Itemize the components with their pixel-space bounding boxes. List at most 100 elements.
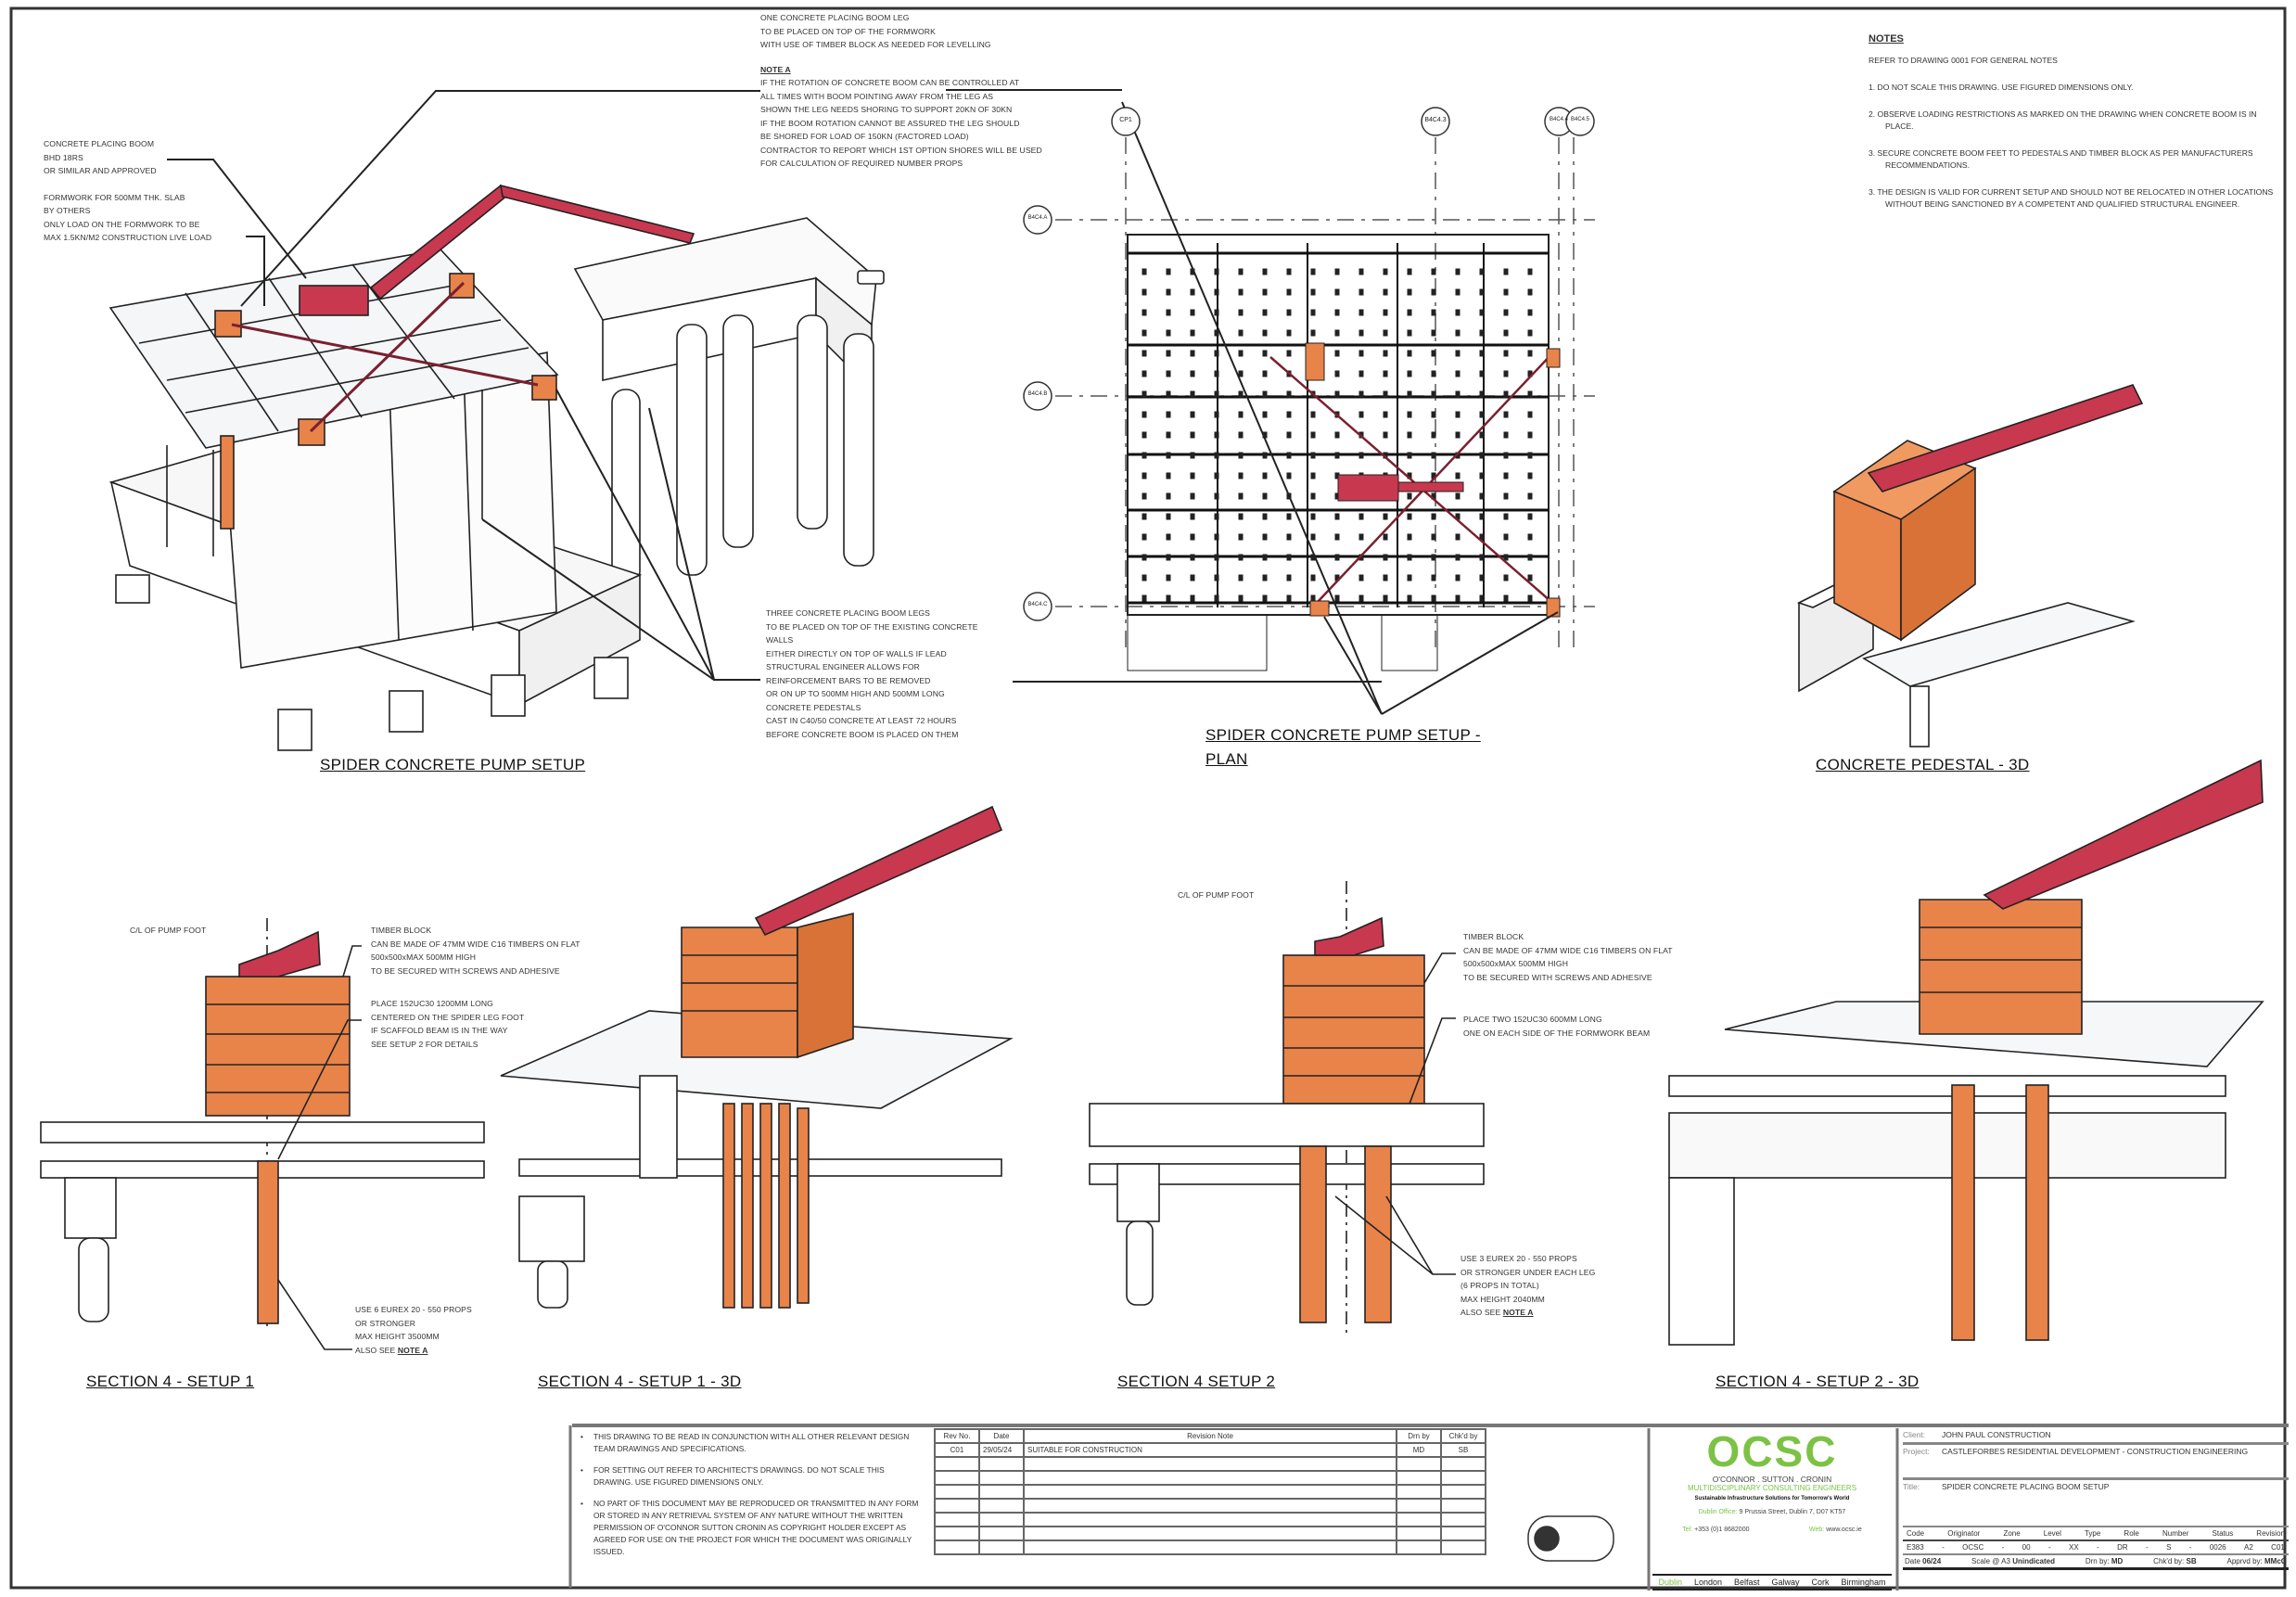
prop-dot xyxy=(1166,411,1171,418)
prop-dot xyxy=(1455,411,1461,418)
columns xyxy=(611,314,874,585)
prop-dot xyxy=(1142,268,1147,275)
prop-dot xyxy=(1286,309,1292,316)
prop-dot xyxy=(1214,431,1219,439)
prop-dot xyxy=(1262,268,1268,275)
prop-dot xyxy=(1455,268,1461,275)
prop-dot xyxy=(1262,370,1268,377)
prop-dot xyxy=(1262,472,1268,479)
top-note: ONE CONCRETE PLACING BOOM LEG TO BE PLAC… xyxy=(760,11,1042,171)
prop-dot xyxy=(1503,472,1509,479)
note-line: MAX 1.5KN/M2 CONSTRUCTION LIVE LOAD xyxy=(44,233,212,242)
prop-dot xyxy=(1310,472,1316,479)
prop-dot xyxy=(1383,533,1388,541)
timber-block xyxy=(1919,899,2083,1035)
prop-dot xyxy=(1358,370,1364,377)
prop-dot xyxy=(1407,370,1412,377)
prop-dot xyxy=(1503,288,1509,296)
prop-dot xyxy=(1238,431,1244,439)
note-a-link[interactable]: NOTE A xyxy=(397,1345,428,1355)
prop-dot xyxy=(1214,309,1219,316)
prop-dot xyxy=(1214,350,1219,357)
title-row: Title:SPIDER CONCRETE PLACING BOOM SETUP xyxy=(1903,1482,2110,1491)
prop-dot xyxy=(1527,268,1533,275)
prop-dot xyxy=(1503,554,1509,561)
prop-dot xyxy=(1166,390,1171,398)
prop-dot xyxy=(1190,574,1195,581)
note-line: BE SHORED FOR LOAD OF 150KN (FACTORED LO… xyxy=(760,132,969,141)
prop xyxy=(2025,1084,2049,1341)
plan-formwork-area xyxy=(1127,234,1550,616)
revision-row-empty xyxy=(934,1512,1486,1527)
caption-section1-3d: SECTION 4 - SETUP 1 - 3D xyxy=(538,1373,742,1390)
note-line: TO BE PLACED ON TOP OF THE FORMWORK xyxy=(760,26,936,36)
props xyxy=(722,1103,810,1309)
prop-dot xyxy=(1383,554,1388,561)
prop-dot xyxy=(1455,431,1461,439)
sec2-cl-label: C/L OF PUMP FOOT xyxy=(1178,890,1255,900)
prop-dot xyxy=(1286,288,1292,296)
prop-dot xyxy=(1286,431,1292,439)
note-item: 3. SECURE CONCRETE BOOM FEET TO PEDESTAL… xyxy=(1869,148,2253,170)
prop-dot xyxy=(1479,390,1485,398)
prop-dot xyxy=(1407,492,1412,500)
prop-dot xyxy=(1238,594,1244,602)
prop-dot xyxy=(1455,350,1461,357)
prop-dot xyxy=(1238,370,1244,377)
prop-dot xyxy=(1479,452,1485,459)
pad xyxy=(115,574,150,604)
notes-title: NOTES xyxy=(1869,33,1904,45)
prop-dot xyxy=(1527,574,1533,581)
pedestal-side xyxy=(1900,466,1976,642)
grid-label-left: B4C4.A xyxy=(1027,215,1048,221)
prop-dot xyxy=(1286,574,1292,581)
prop-dot xyxy=(1407,431,1412,439)
prop-dot xyxy=(1383,288,1388,296)
plan-grid xyxy=(1128,243,1549,607)
prop-dot xyxy=(1238,574,1244,581)
prop-dot xyxy=(1310,452,1316,459)
prop-dot xyxy=(1358,411,1364,418)
prop-dot xyxy=(1286,594,1292,602)
prop-dot xyxy=(1334,554,1340,561)
prop-dot xyxy=(1455,390,1461,398)
tb-note: FOR SETTING OUT REFER TO ARCHITECT'S DRA… xyxy=(577,1464,922,1488)
prop-dot xyxy=(1214,370,1219,377)
prop-dot xyxy=(1334,370,1340,377)
prop-dot xyxy=(1479,411,1485,418)
prop-dot xyxy=(1431,390,1436,398)
prop-dot xyxy=(1527,350,1533,357)
boom-arm xyxy=(1983,759,2264,910)
prop-dot xyxy=(1262,533,1268,541)
boom-plan-body xyxy=(1337,474,1399,502)
prop-dot xyxy=(1142,350,1147,357)
prop-dot xyxy=(1407,390,1412,398)
prop-dot xyxy=(1190,390,1195,398)
prop-dot xyxy=(1286,350,1292,357)
prop-dot xyxy=(1383,329,1388,337)
leg-plan xyxy=(1309,600,1330,617)
prop-dot xyxy=(1238,472,1244,479)
prop-dot xyxy=(1214,390,1219,398)
prop-dot xyxy=(1190,288,1195,296)
prop-dot xyxy=(1166,268,1171,275)
prop-dot xyxy=(1527,492,1533,500)
note-line: ALL TIMES WITH BOOM POINTING AWAY FROM T… xyxy=(760,91,994,101)
prop-dot xyxy=(1334,309,1340,316)
prop-dot xyxy=(1142,390,1147,398)
note-line: OR SIMILAR AND APPROVED xyxy=(44,166,157,175)
prop-dot xyxy=(1334,288,1340,296)
section1-3d-drawing xyxy=(500,805,1014,1309)
prop-dot xyxy=(1407,309,1412,316)
prop-dot xyxy=(1455,329,1461,337)
prop-dot xyxy=(1527,472,1533,479)
prop-dot xyxy=(1334,390,1340,398)
prop-dot xyxy=(1214,472,1219,479)
pedestal-3d-drawing xyxy=(1796,384,2144,747)
prop-dot xyxy=(1383,411,1388,418)
note-a-link[interactable]: NOTE A xyxy=(1502,1308,1534,1317)
prop-dot xyxy=(1479,431,1485,439)
